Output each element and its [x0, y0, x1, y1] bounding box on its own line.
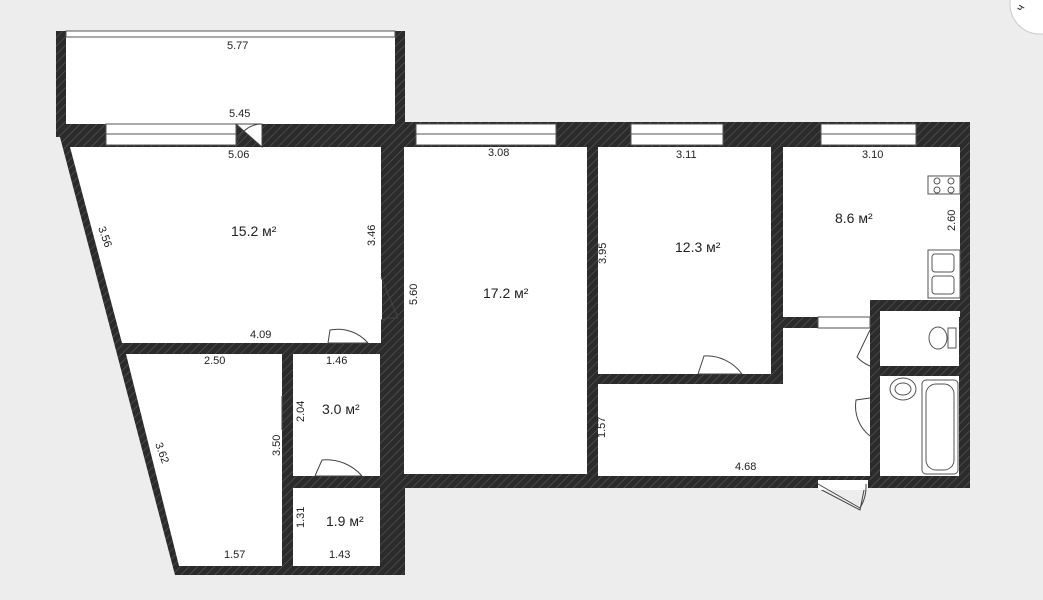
dim-room15-bottom: 4.09: [250, 329, 271, 341]
dim-kitchen-side: 2.60: [946, 210, 958, 231]
dim-room17-side: 5.60: [408, 284, 420, 305]
dim-balcony-top: 5.77: [227, 40, 248, 52]
room-17-area: 17.2 м²: [483, 285, 529, 301]
window-balcony-top: [65, 30, 396, 38]
corner-badge: [1009, 0, 1043, 35]
toilet-icon: [928, 326, 948, 350]
windows: [65, 30, 917, 146]
hallway-floor: [598, 328, 870, 476]
dim-lowerleft-bottom: 1.57: [224, 549, 245, 561]
floors: [66, 37, 960, 566]
dim-room17-top: 3.08: [488, 147, 509, 159]
room-12-floor: [598, 147, 771, 374]
room-15-area: 15.2 м²: [231, 223, 277, 239]
dim-closet-top: 1.46: [326, 355, 347, 367]
stove-icon: [927, 175, 961, 195]
dim-kitchen-top: 3.10: [862, 149, 883, 161]
dim-room12-top: 3.11: [676, 149, 697, 161]
tiny-area: 1.9 м²: [326, 513, 364, 529]
closet-floor: [293, 354, 380, 476]
tiny-floor: [293, 488, 380, 566]
area-labels: 15.2 м² 17.2 м² 12.3 м² 8.6 м² 3.0 м² 1.…: [231, 210, 873, 529]
closet-area: 3.0 м²: [322, 401, 360, 417]
room-15-floor: [70, 147, 381, 343]
dim-lowerleft-top: 2.50: [204, 355, 225, 367]
balcony-floor: [66, 37, 395, 124]
dim-tiny-bottom: 1.43: [329, 549, 350, 561]
room-12-area: 12.3 м²: [675, 239, 721, 255]
dimension-labels: 5.77 5.45 5.06 3.56 3.46 4.09 3.08 5.60 …: [95, 40, 958, 561]
dim-closet-side: 2.04: [295, 401, 307, 422]
kitchen-area: 8.6 м²: [835, 210, 873, 226]
dim-hall-bottom: 4.68: [735, 461, 756, 473]
dim-hall-side: 1.57: [596, 417, 608, 438]
doors: [234, 123, 871, 511]
corner-mark: ч: [1014, 3, 1027, 14]
dim-balcony-bottom: 5.45: [229, 108, 250, 120]
dim-room15-top: 5.06: [228, 149, 249, 161]
dim-lowerleft-right: 3.50: [271, 435, 283, 456]
fixtures: [889, 175, 961, 475]
dim-room12-side: 3.95: [597, 243, 609, 264]
dim-room15-right: 3.46: [366, 225, 378, 246]
interior-walls: [120, 147, 960, 566]
room-17-floor: [404, 147, 587, 474]
lower-left-floor: [126, 354, 282, 566]
dim-tiny-side: 1.31: [295, 507, 307, 528]
